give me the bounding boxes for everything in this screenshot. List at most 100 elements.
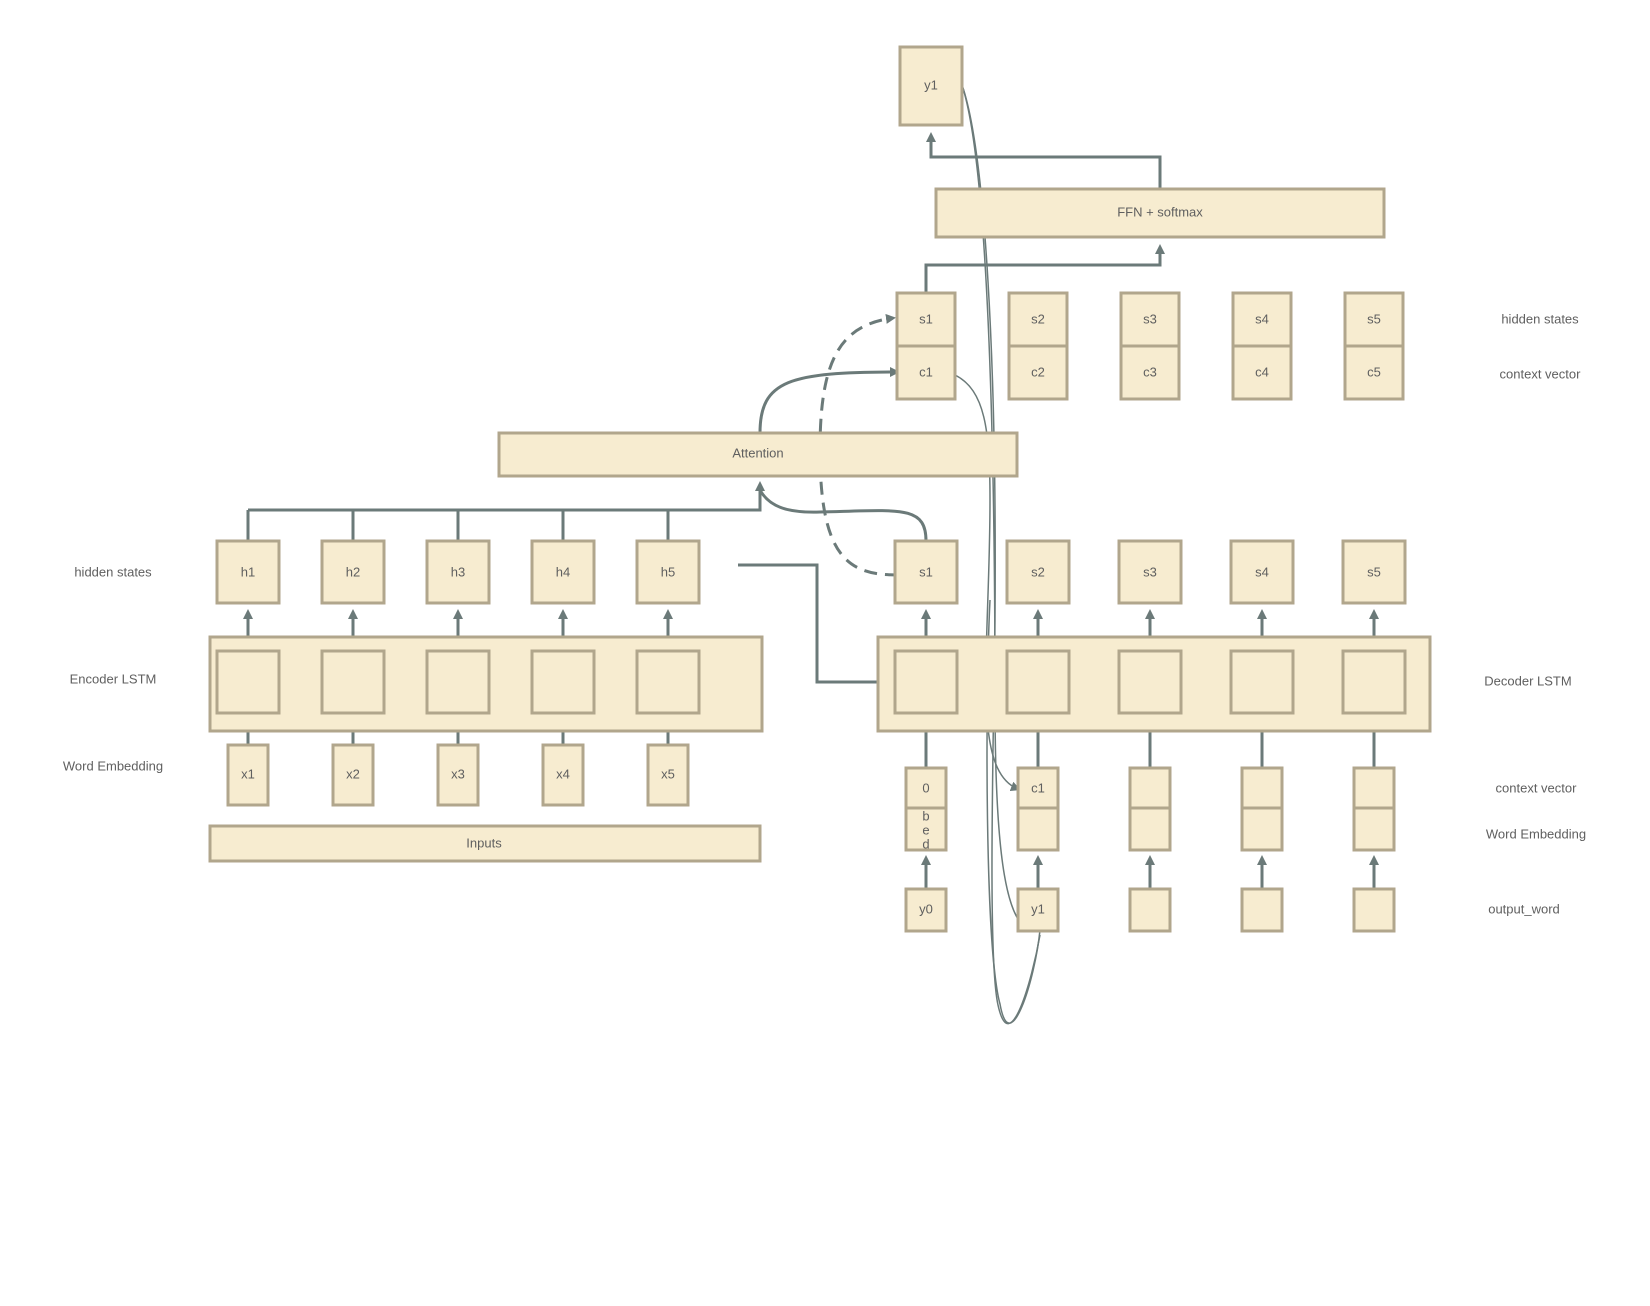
inputs-label: Inputs bbox=[466, 835, 502, 850]
top-context-box bbox=[1231, 344, 1293, 401]
top-hidden-box bbox=[1231, 291, 1293, 348]
decoder-lstm-cell bbox=[893, 649, 959, 715]
top-hidden-label: s3 bbox=[1143, 311, 1157, 326]
decoder-embedding-glyph: d bbox=[922, 836, 929, 851]
encoder-lstm-cell bbox=[215, 649, 281, 715]
right-label-decoder-lstm: Decoder LSTM bbox=[1484, 673, 1571, 688]
ffn-box bbox=[934, 187, 1386, 239]
top-context-label: c1 bbox=[919, 364, 933, 379]
decoder-lstm-cell bbox=[1005, 649, 1071, 715]
attention-label: Attention bbox=[732, 445, 783, 460]
attention-to-context-arrow bbox=[758, 367, 900, 434]
s1-to-attention-arrow bbox=[758, 489, 928, 542]
encoder-hidden-box bbox=[425, 539, 491, 605]
encoder-hidden-label: h1 bbox=[241, 564, 255, 579]
encoder-embedding-box bbox=[541, 743, 585, 807]
top-context-label: c3 bbox=[1143, 364, 1157, 379]
encoder-input-label: x5 bbox=[661, 766, 675, 781]
inputs-bar bbox=[208, 824, 762, 863]
top-hidden-box bbox=[1343, 291, 1405, 348]
top-hidden-box bbox=[1007, 291, 1069, 348]
decoder-embedding-box bbox=[1240, 806, 1284, 852]
decoder-context-box bbox=[1128, 766, 1172, 810]
encoder-input-label: x2 bbox=[346, 766, 360, 781]
ffn-to-output-arrow bbox=[926, 132, 1162, 189]
encoder-input-label: x4 bbox=[556, 766, 570, 781]
encoder-lstm-cell bbox=[635, 649, 701, 715]
decoder-hidden-box bbox=[1005, 539, 1071, 605]
decoder-context-label: c1 bbox=[1031, 780, 1045, 795]
encoder-attention-bus bbox=[248, 481, 765, 512]
top-hidden-box bbox=[895, 291, 957, 348]
decoder-embedding-box bbox=[1128, 806, 1172, 852]
encoder-lstm-cell bbox=[530, 649, 596, 715]
decoder-context-box bbox=[1352, 766, 1396, 810]
decoder-output-label: y0 bbox=[919, 901, 933, 916]
encoder-embedding-box bbox=[646, 743, 690, 807]
decoder-lstm-cell bbox=[1117, 649, 1183, 715]
encoder-hidden-label: h2 bbox=[346, 564, 360, 579]
decoder-output-box bbox=[1016, 887, 1060, 933]
top-hidden-label: s5 bbox=[1367, 311, 1381, 326]
s1-to-ffn-arrow bbox=[924, 244, 1165, 293]
encoder-hidden-box bbox=[215, 539, 281, 605]
decoder-hidden-label: s5 bbox=[1367, 564, 1381, 579]
right-label-output-word: output_word bbox=[1488, 901, 1560, 916]
encoder-hidden-box bbox=[320, 539, 386, 605]
encoder-hidden-label: h4 bbox=[556, 564, 570, 579]
decoder-hidden-box bbox=[1117, 539, 1183, 605]
decoder-context-box bbox=[904, 766, 948, 810]
top-hidden-label: s1 bbox=[919, 311, 933, 326]
ffn-label: FFN + softmax bbox=[1117, 204, 1203, 219]
output-y1-label: y1 bbox=[924, 77, 938, 92]
decoder-context-label: 0 bbox=[922, 780, 929, 795]
top-context-label: c5 bbox=[1367, 364, 1381, 379]
decoder-output-label: y1 bbox=[1031, 901, 1045, 916]
encoder-hidden-label: h5 bbox=[661, 564, 675, 579]
output-y1-box bbox=[898, 45, 964, 127]
top-context-label: c4 bbox=[1255, 364, 1269, 379]
encoder-embedding-box bbox=[226, 743, 270, 807]
decoder-hidden-label: s2 bbox=[1031, 564, 1045, 579]
encoder-embedding-box bbox=[436, 743, 480, 807]
decoder-output-box bbox=[1240, 887, 1284, 933]
top-context-label: c2 bbox=[1031, 364, 1045, 379]
left-label-word-embedding: Word Embedding bbox=[63, 758, 163, 773]
encoder-input-label: x3 bbox=[451, 766, 465, 781]
encoder-hidden-box bbox=[530, 539, 596, 605]
box-layer bbox=[208, 45, 1432, 933]
encoder-to-decoder-arrow bbox=[738, 563, 891, 687]
decoder-output-box bbox=[1352, 887, 1396, 933]
c1-feedback-curve bbox=[954, 374, 1021, 792]
decoder-lstm-cell bbox=[1229, 649, 1295, 715]
decoder-context-box bbox=[1240, 766, 1284, 810]
top-hidden-label: s4 bbox=[1255, 311, 1269, 326]
encoder-embedding-box bbox=[331, 743, 375, 807]
top-context-box bbox=[1343, 344, 1405, 401]
encoder-lstm-cell bbox=[425, 649, 491, 715]
decoder-embedding-box bbox=[1016, 806, 1060, 852]
top-context-box bbox=[1119, 344, 1181, 401]
top-context-box bbox=[1007, 344, 1069, 401]
top-context-box bbox=[895, 344, 957, 401]
right-label-context-vector-top: context vector bbox=[1500, 366, 1582, 381]
decoder-hidden-box bbox=[893, 539, 959, 605]
right-label-hidden-states: hidden states bbox=[1501, 311, 1579, 326]
encoder-hidden-label: h3 bbox=[451, 564, 465, 579]
right-label-word-embedding: Word Embedding bbox=[1486, 826, 1586, 841]
decoder-hidden-box bbox=[1341, 539, 1407, 605]
decoder-output-box bbox=[1128, 887, 1172, 933]
decoder-lstm-cell bbox=[1341, 649, 1407, 715]
attention-box bbox=[497, 431, 1019, 478]
encoder-input-label: x1 bbox=[241, 766, 255, 781]
decoder-embedding-box bbox=[1352, 806, 1396, 852]
decoder-hidden-label: s3 bbox=[1143, 564, 1157, 579]
decoder-embedding-glyph: b bbox=[922, 808, 929, 823]
decoder-hidden-label: s1 bbox=[919, 564, 933, 579]
decoder-embedding-box bbox=[904, 806, 948, 852]
left-label-encoder-lstm: Encoder LSTM bbox=[70, 671, 157, 686]
decoder-hidden-box bbox=[1229, 539, 1295, 605]
decoder-context-box bbox=[1016, 766, 1060, 810]
